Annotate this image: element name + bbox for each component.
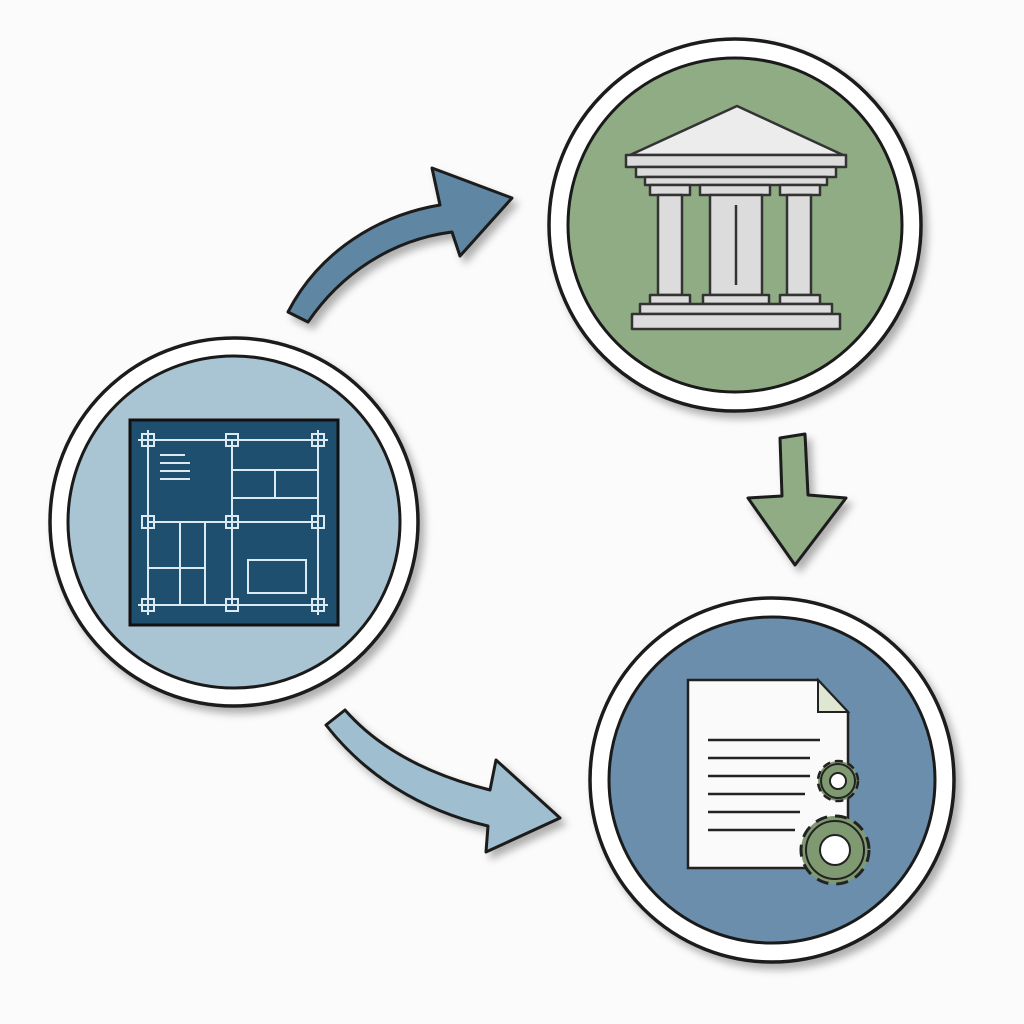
curved-arrow-icon xyxy=(324,708,562,854)
blueprint-floorplan-icon xyxy=(128,418,340,627)
gear-icon xyxy=(799,814,871,886)
classical-building-icon xyxy=(624,104,848,331)
node-blueprint xyxy=(48,336,420,708)
curved-arrow-icon xyxy=(286,166,514,324)
node-institution xyxy=(547,37,923,413)
node-document xyxy=(588,596,956,964)
down-arrow-icon xyxy=(746,432,848,567)
gear-icon xyxy=(816,759,860,803)
document-with-gears-icon xyxy=(686,677,871,886)
